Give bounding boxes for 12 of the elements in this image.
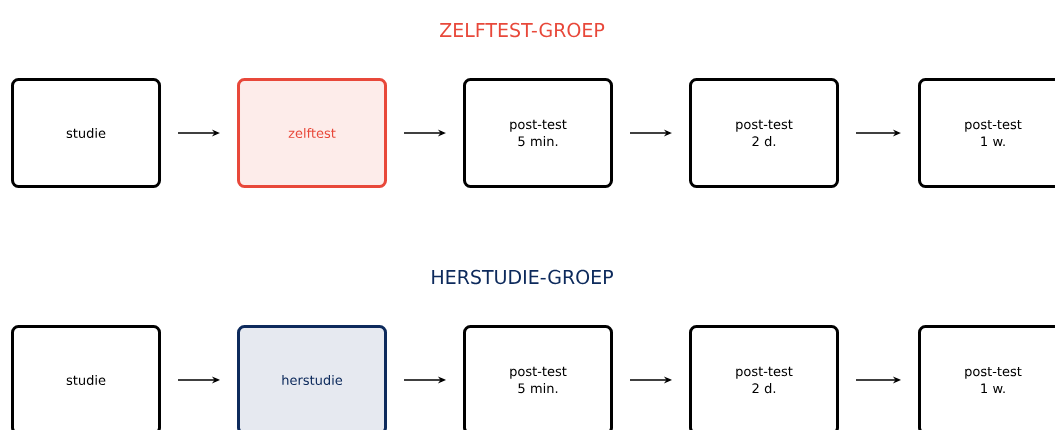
process-box: studie	[11, 78, 161, 188]
process-box: herstudie	[237, 325, 387, 430]
process-box: post-test 5 min.	[463, 78, 613, 188]
process-box: post-test 2 d.	[689, 325, 839, 430]
process-box: post-test 2 d.	[689, 78, 839, 188]
process-box: studie	[11, 325, 161, 430]
process-box: post-test 1 w.	[918, 78, 1055, 188]
process-box: post-test 1 w.	[918, 325, 1055, 430]
process-box: zelftest	[237, 78, 387, 188]
process-box: post-test 5 min.	[463, 325, 613, 430]
group-heading: HERSTUDIE-GROEP	[432, 269, 613, 285]
group-heading: ZELFTEST-GROEP	[440, 22, 605, 38]
